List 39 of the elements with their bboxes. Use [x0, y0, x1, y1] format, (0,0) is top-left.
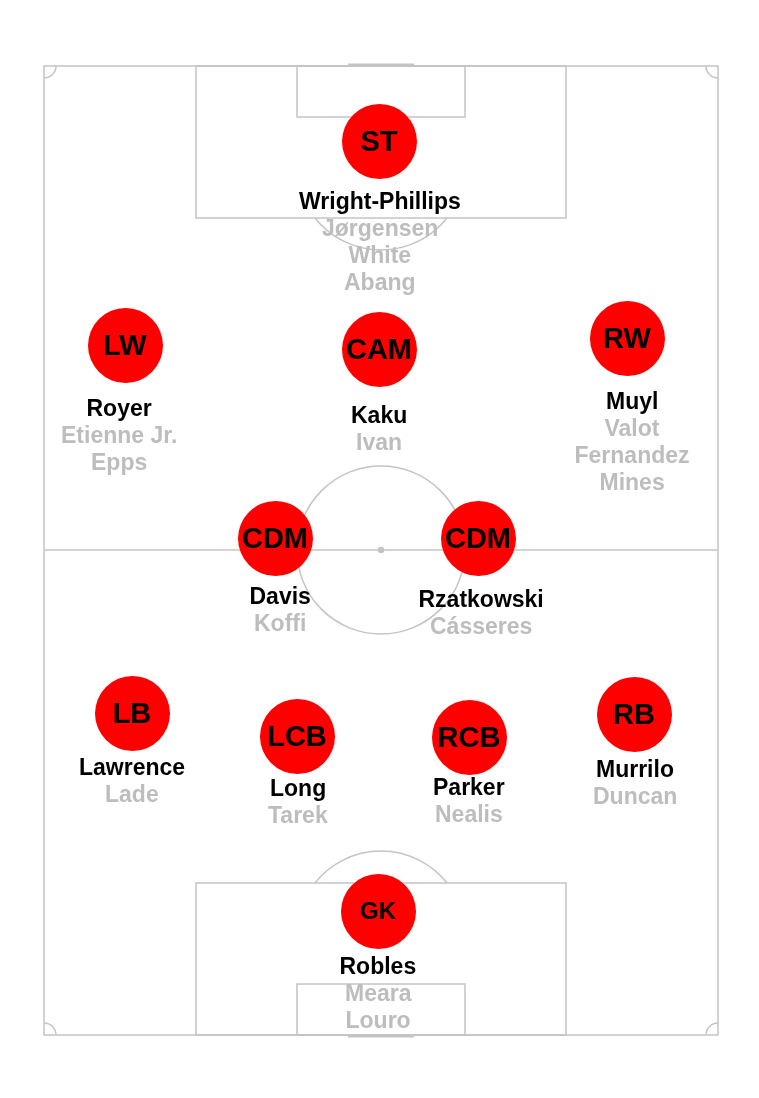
- position-marker: CDM: [440, 500, 516, 576]
- player-name: Robles: [339, 952, 417, 980]
- substitute-name: Cásseres: [430, 612, 533, 640]
- substitute-name: Meara: [345, 979, 412, 1007]
- substitute-name: Etienne Jr.: [61, 421, 178, 449]
- substitute-name: Ivan: [356, 428, 403, 456]
- substitute-name: Mines: [599, 468, 665, 496]
- substitute-name: Epps: [91, 448, 148, 476]
- substitute-name: Fernandez: [574, 441, 690, 469]
- position-marker: RCB: [431, 699, 507, 775]
- position-marker: RW: [589, 300, 665, 376]
- position-marker: CDM: [237, 500, 313, 576]
- substitute-name: Duncan: [593, 782, 678, 810]
- position-marker: CAM: [341, 311, 417, 387]
- player-name: Parker: [433, 773, 505, 801]
- position-marker: RB: [596, 676, 672, 752]
- substitute-name: Tarek: [268, 801, 328, 829]
- player-name: Royer: [86, 394, 152, 422]
- position-marker: ST: [341, 103, 417, 179]
- player-name: Muyl: [606, 387, 659, 415]
- position-marker: LB: [94, 675, 170, 751]
- substitute-name: Abang: [344, 268, 416, 296]
- player-name: Kaku: [351, 401, 408, 429]
- position-marker: LW: [87, 307, 163, 383]
- substitute-name: Koffi: [254, 609, 307, 637]
- substitute-name: Louro: [345, 1006, 411, 1034]
- substitute-name: Valot: [604, 414, 660, 442]
- player-name: Lawrence: [79, 753, 186, 781]
- position-marker: GK: [340, 873, 416, 949]
- substitute-name: Jørgensen: [322, 214, 439, 242]
- player-name: Long: [270, 774, 327, 802]
- substitute-name: White: [348, 241, 412, 269]
- player-name: Davis: [249, 582, 311, 610]
- player-name: Murrilo: [596, 755, 674, 783]
- substitute-name: Nealis: [435, 800, 503, 828]
- position-marker: LCB: [259, 698, 335, 774]
- player-name: Rzatkowski: [418, 585, 544, 613]
- player-name: Wright-Phillips: [299, 187, 461, 215]
- substitute-name: Lade: [105, 780, 159, 808]
